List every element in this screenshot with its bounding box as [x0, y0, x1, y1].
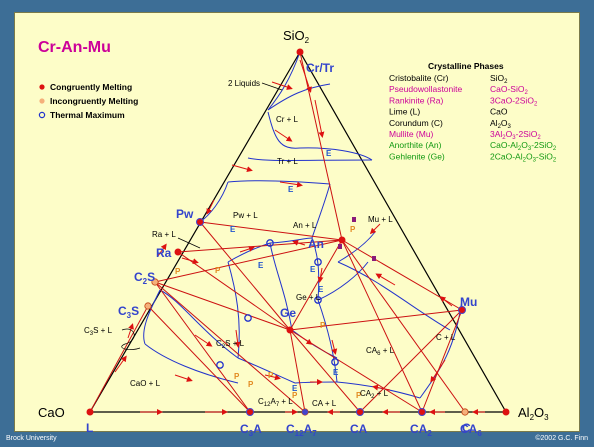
composition-triangle [88, 50, 508, 413]
legend: Congruently Melting Incongruently Meltin… [38, 82, 138, 120]
e-label: E [230, 225, 236, 234]
field-an-l: An + L [293, 221, 317, 230]
thermal-maxima [216, 239, 339, 369]
phase-name: Anorthite (An) [389, 140, 442, 150]
label-an: An [308, 237, 324, 251]
legend-thermal-label: Thermal Maximum [50, 110, 125, 120]
phase-name: Pseudowollastonite [389, 84, 463, 94]
phase-name: Cristobalite (Cr) [389, 73, 449, 83]
field-ca2-l: CA2 + L [360, 389, 389, 400]
field-ge-l: Ge + L [296, 293, 321, 302]
field-c3s-l: C3S + L [84, 326, 113, 337]
phase-formula: CaO [490, 107, 508, 117]
p-label: P [268, 371, 274, 380]
mullite-markers [338, 217, 376, 261]
footer-right: ©2002 G.C. Finn [535, 435, 588, 442]
label-c12a7: C12A7 [286, 422, 317, 438]
label-c3a: C3A [240, 422, 262, 438]
phase-formula: 3Al2O3-2SiO2 [490, 129, 541, 141]
join-lines [89, 51, 466, 413]
label-pw: Pw [176, 207, 194, 221]
field-c12a7-l: C12A7 + L [258, 397, 293, 408]
phase-formula: SiO2 [490, 73, 508, 85]
label-l: L [86, 421, 93, 435]
label-c: C [462, 421, 471, 435]
field-c-l: C + L [436, 333, 456, 342]
label-ca6: CA6 [460, 422, 482, 438]
p-label: P [234, 372, 240, 381]
label-ca: CA [350, 422, 368, 436]
label-c3s: C3S [118, 304, 139, 320]
e-label: E [333, 368, 339, 377]
e-label: E [326, 149, 332, 158]
p-label: P [175, 267, 181, 276]
field-cr-l: Cr + L [276, 115, 299, 124]
field-tr-l: Tr + L [277, 157, 298, 166]
label-cr-tr: Cr/Tr [306, 61, 334, 75]
diagram-title: Cr-An-Mu [38, 39, 111, 56]
phase-labels: Cr/Tr Pw Ra C2S C3S An Ge Mu L C C3A C12… [86, 61, 482, 438]
vertex-sio2: SiO2 [283, 28, 310, 45]
legend-incongruent-label: Incongruently Melting [50, 96, 138, 106]
e-label: E [288, 185, 294, 194]
footer-left: Brock University [6, 435, 57, 442]
phase-formula: 3CaO-2SiO2 [490, 95, 538, 107]
field-ca6-l: CA6 + L [366, 346, 395, 357]
phase-name: Gehlenite (Ge) [389, 151, 445, 161]
phase-name: Lime (L) [389, 107, 420, 117]
legend-congruent-label: Congruently Melting [50, 82, 132, 92]
p-label: P [215, 266, 221, 275]
phase-name: Mullite (Mu) [389, 129, 434, 139]
phase-formula: CaO-Al2O3-2SiO2 [490, 140, 557, 152]
peritectic-labels: P P P P P P P P P [175, 225, 362, 400]
phase-name: Rankinite (Ra) [389, 95, 443, 105]
p-label: P [292, 391, 298, 400]
field-labels: 2 Liquids Cr + L Tr + L Pw + L An + L Mu… [84, 79, 456, 408]
e-label: E [258, 261, 264, 270]
phase-formula: CaO-SiO2 [490, 84, 528, 96]
legend-thermal-marker [38, 111, 46, 119]
legend-congruent-marker [39, 84, 45, 90]
field-cao-l: CaO + L [130, 379, 161, 388]
phase-formula: 2CaO-Al2O3-SiO2 [490, 151, 557, 163]
phase-formula: Al2O3 [490, 118, 512, 130]
field-pw-l: Pw + L [233, 211, 258, 220]
field-two-liquids: 2 Liquids [228, 79, 260, 88]
e-label: E [318, 285, 324, 294]
p-label: P [248, 380, 254, 389]
p-label: P [356, 391, 362, 400]
label-ge: Ge [280, 306, 296, 320]
diagram-panel [14, 12, 580, 432]
arrows [114, 59, 485, 415]
phases-table: Crystalline Phases Cristobalite (Cr) SiO2… [389, 61, 557, 163]
field-ca-l: CA + L [312, 399, 337, 408]
eutectic-labels: E E E E E E E E [230, 149, 339, 393]
field-ra-l: Ra + L [152, 230, 176, 239]
label-c2s: C2S [134, 270, 155, 286]
vertex-al2o3: Al2O3 [518, 405, 549, 422]
vertex-cao: CaO [38, 405, 65, 420]
congruent-points [86, 48, 510, 416]
legend-incongruent-marker [39, 98, 45, 104]
phase-name: Corundum (C) [389, 118, 443, 128]
label-ca2: CA2 [410, 422, 432, 438]
label-ra: Ra [156, 246, 172, 260]
field-c2s-l: C2S + L [216, 339, 245, 350]
p-label: P [320, 321, 326, 330]
p-label: P [350, 225, 356, 234]
e-label: E [310, 265, 316, 274]
e-label: E [292, 384, 298, 393]
phases-title: Crystalline Phases [428, 61, 504, 71]
field-mu-l: Mu + L [368, 215, 393, 224]
label-mu: Mu [460, 295, 477, 309]
